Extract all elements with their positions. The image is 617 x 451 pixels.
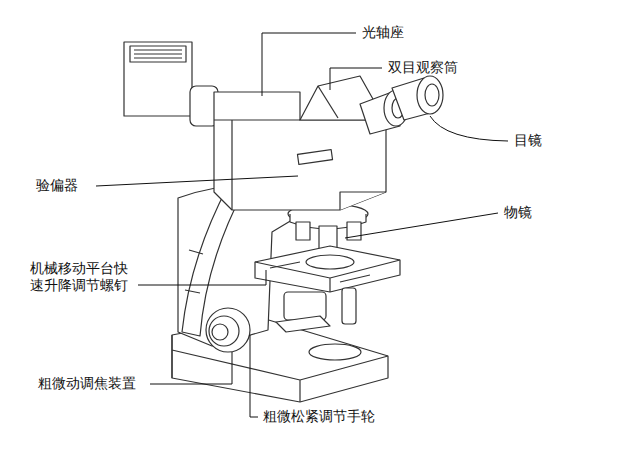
- part-label: 粗微松紧调节手轮: [263, 408, 375, 425]
- part-label: 目镜: [514, 132, 542, 149]
- part-label: 粗微动调焦装置: [38, 375, 136, 392]
- part-label: 物镜: [504, 204, 532, 221]
- part-label: 光轴座: [362, 24, 404, 41]
- leader-lines: [96, 33, 508, 417]
- part-label: 机械移动平台快 速升降调节螺钉: [30, 260, 131, 294]
- part-label: 验偏器: [36, 177, 78, 194]
- part-label: 双目观察筒: [388, 59, 458, 76]
